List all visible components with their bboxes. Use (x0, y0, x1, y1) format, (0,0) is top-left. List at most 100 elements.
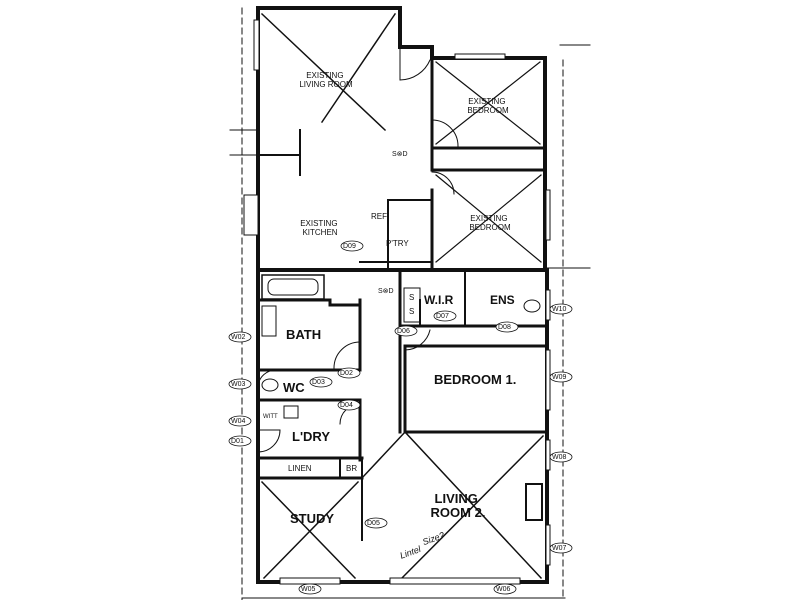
label-existing-living-room: EXISTING LIVING ROOM (299, 71, 353, 89)
label-shelf-2: S (409, 307, 414, 316)
tag-w09: W09 (549, 371, 573, 383)
label-line-2: LIVING ROOM (299, 80, 353, 89)
label-ref: REF (371, 212, 387, 221)
label-existing-bedroom-lower: EXISTING BEDROOM (469, 214, 511, 232)
tag-d03: D03 (309, 376, 333, 388)
label-line-2: KITCHEN (302, 228, 337, 237)
label-existing-kitchen: EXISTING KITCHEN (300, 219, 340, 237)
door-swing (404, 329, 431, 351)
tag-w03: W03 (228, 378, 252, 390)
door-swing (257, 429, 281, 453)
diag (435, 174, 542, 263)
label-line-2: ROOM 2. (431, 505, 486, 520)
window (545, 189, 551, 241)
tag-text: W10 (552, 306, 567, 313)
diag (398, 434, 545, 582)
label-linen: LINEN (288, 464, 312, 473)
tag-text: D02 (340, 370, 353, 377)
diag (320, 12, 397, 124)
label-living-room-2: LIVING ROOM 2. (431, 491, 486, 520)
trough (283, 405, 299, 419)
diag (403, 430, 543, 580)
tag-text: D08 (498, 324, 511, 331)
tag-d02: D02 (337, 367, 361, 379)
toilet-wc (261, 378, 279, 392)
label-wc: WC (283, 380, 305, 395)
window (545, 524, 551, 566)
tag-text: D04 (340, 402, 353, 409)
tag-w08: W08 (549, 451, 573, 463)
bay-window (243, 194, 259, 236)
tag-w04: W04 (228, 415, 252, 427)
label-ens: ENS (490, 293, 515, 307)
shelves (403, 287, 421, 323)
door-swing (431, 171, 455, 195)
door-swing (257, 369, 277, 387)
opening-tags: W02 W03 W04 D01 D09 D02 D03 D04 D05 D06 … (228, 240, 573, 595)
vanity (261, 305, 277, 337)
tag-text: D07 (436, 313, 449, 320)
tag-d01: D01 (228, 435, 252, 447)
door-swing (333, 341, 361, 369)
label-line-1: EXISTING (470, 214, 507, 223)
tag-text: W08 (552, 454, 567, 461)
tag-text: W09 (552, 374, 567, 381)
label-line-2: BEDROOM (469, 223, 511, 232)
tag-d08: D08 (495, 321, 519, 333)
diag (262, 480, 360, 580)
tag-text: W03 (231, 381, 246, 388)
label-line-1: EXISTING (306, 71, 343, 80)
handwritten-line-1: Lintel (398, 544, 423, 561)
label-br: BR (346, 464, 357, 473)
tag-text: D01 (231, 438, 244, 445)
handwritten-line-2: Size? (421, 530, 446, 547)
bathtub-inner (267, 278, 319, 296)
label-witt: WITT (263, 414, 278, 420)
window (279, 577, 341, 585)
label-line-1: LIVING (435, 491, 478, 506)
tag-text: D05 (367, 520, 380, 527)
tag-d07: D07 (433, 310, 457, 322)
room-labels: EXISTING LIVING ROOM EXISTING BEDROOM EX… (263, 71, 516, 526)
heater (525, 483, 543, 521)
label-existing-bedroom-upper: EXISTING BEDROOM (467, 97, 509, 115)
tag-w06: W06 (493, 583, 517, 595)
label-study: STUDY (290, 511, 334, 526)
tag-text: W02 (231, 334, 246, 341)
tag-w05: W05 (298, 583, 322, 595)
door-swing (399, 46, 431, 81)
tag-text: W05 (301, 586, 316, 593)
tag-d09: D09 (340, 240, 364, 252)
tag-text: W06 (496, 586, 511, 593)
tag-text: D09 (343, 243, 356, 250)
label-laundry: L'DRY (292, 429, 330, 444)
bathtub (261, 274, 325, 300)
tag-d06: D06 (394, 325, 418, 337)
outer-wall-extension (256, 268, 549, 584)
tag-text: W07 (552, 545, 567, 552)
label-line-1: EXISTING (300, 219, 337, 228)
notes: S⊗D S⊗D (378, 151, 408, 295)
outer-wall-existing (256, 6, 547, 270)
label-shelf-1: S (409, 293, 414, 302)
note-sod-lower: S⊗D (378, 288, 394, 295)
tag-w10: W10 (549, 303, 573, 315)
tag-w02: W02 (228, 331, 252, 343)
window (253, 19, 260, 71)
toilet-ens (523, 299, 541, 313)
label-pantry: P'TRY (386, 239, 409, 248)
label-bedroom-1: BEDROOM 1. (434, 372, 516, 387)
tag-text: D03 (312, 379, 325, 386)
diag (260, 480, 357, 580)
tag-d04: D04 (337, 399, 361, 411)
window (454, 53, 506, 60)
window (545, 439, 551, 471)
label-line-1: EXISTING (468, 97, 505, 106)
tag-w07: W07 (549, 542, 573, 554)
window (389, 577, 521, 585)
label-line-2: BEDROOM (467, 106, 509, 115)
diag (360, 430, 407, 480)
tag-text: D06 (397, 328, 410, 335)
tag-text: W04 (231, 418, 246, 425)
